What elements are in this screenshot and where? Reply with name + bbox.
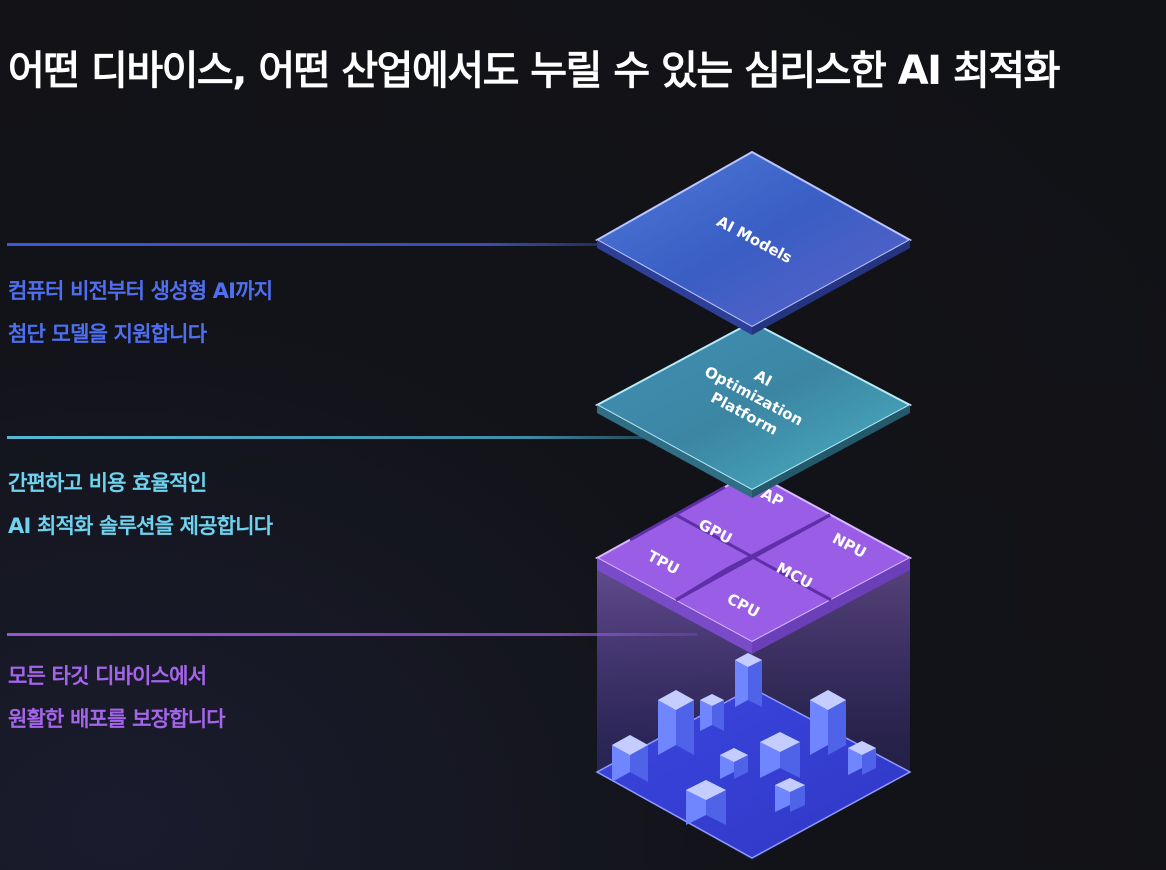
chip-label-npu: NPU [829, 529, 869, 562]
city-building [848, 741, 876, 775]
city-building [658, 690, 694, 755]
models-description-line-2: 첨단 모델을 지원합니다 [8, 313, 272, 356]
page-title: 어떤 디바이스, 어떤 산업에서도 누릴 수 있는 심리스한 AI 최적화 [8, 38, 1059, 96]
platform-label-line-1: AI [751, 366, 775, 390]
city-building [720, 748, 748, 779]
device-cube-top-face [597, 472, 910, 642]
city-building [686, 780, 726, 825]
models-panel-label: AI Models [714, 212, 795, 267]
device-layer: AP GPU NPU TPU MCU CPU [597, 472, 910, 860]
platform-label-line-2: Optimization [702, 362, 806, 429]
chip-label-ap: AP [758, 484, 786, 511]
city-buildings-icon [612, 653, 876, 825]
platform-description: 간편하고 비용 효율적인 AI 최적화 솔루션을 제공합니다 [8, 462, 272, 548]
city-building [735, 653, 762, 707]
city-building [775, 778, 805, 812]
city-building [700, 694, 724, 731]
models-panel: AI Models [597, 152, 910, 335]
device-cube-right-face [752, 558, 910, 860]
models-description: 컴퓨터 비전부터 생성형 AI까지 첨단 모델을 지원합니다 [8, 270, 272, 356]
city-building [760, 732, 800, 778]
city-ground [597, 688, 910, 858]
device-description-line-1: 모든 타깃 디바이스에서 [8, 655, 225, 698]
chip-label-cpu: CPU [724, 590, 763, 622]
models-description-line-1: 컴퓨터 비전부터 생성형 AI까지 [8, 270, 272, 313]
platform-description-line-1: 간편하고 비용 효율적인 [8, 462, 272, 505]
device-cube-left-face [597, 558, 752, 860]
platform-label-line-3: Platform [708, 388, 781, 438]
device-description-line-2: 원활한 배포를 보장합니다 [8, 698, 225, 741]
models-connector-line [7, 243, 607, 246]
city-building [612, 735, 648, 782]
city-building [810, 690, 846, 755]
device-description: 모든 타깃 디바이스에서 원활한 배포를 보장합니다 [8, 655, 225, 741]
platform-description-line-2: AI 최적화 솔루션을 제공합니다 [8, 505, 272, 548]
device-connector-line [7, 633, 697, 636]
chip-grid: AP GPU NPU TPU MCU CPU [597, 472, 910, 654]
platform-connector-line [7, 436, 652, 439]
chip-label-tpu: TPU [644, 547, 682, 579]
chip-label-mcu: MCU [773, 559, 815, 593]
platform-panel: AI Optimization Platform [597, 322, 910, 498]
chip-label-gpu: GPU [695, 515, 735, 548]
